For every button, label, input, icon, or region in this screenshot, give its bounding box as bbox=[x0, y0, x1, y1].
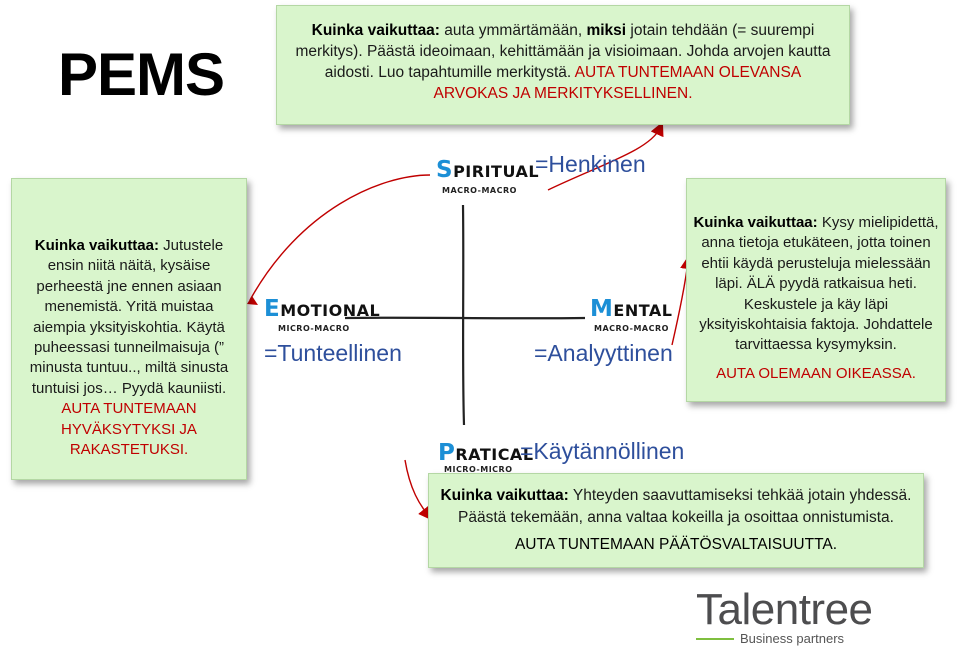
practical-info-box: Kuinka vaikuttaa: Yhteyden saavuttamisek… bbox=[428, 473, 924, 568]
emotional-term: =Tunteellinen bbox=[264, 340, 402, 366]
logo-wordmark: Talentree bbox=[696, 585, 873, 634]
spiritual-handwritten-label: SPIRITUAL bbox=[436, 157, 540, 183]
box-highlight: AUTA TUNTEMAAN HYVÄKSYTYKSI JA RAKASTETU… bbox=[61, 400, 197, 459]
logo-tagline: Business partners bbox=[740, 631, 845, 646]
practical-handwritten-label: PRATICAL bbox=[438, 440, 534, 466]
arrow-to-bottom bbox=[404, 459, 433, 521]
emotional-info-box: Kuinka vaikuttaa: Jutustele ensin niitä … bbox=[11, 178, 247, 480]
emotional-sublabel: MICRO-MACRO bbox=[278, 324, 350, 333]
box-label: Kuinka vaikuttaa: bbox=[311, 22, 440, 39]
vertical-axis bbox=[461, 204, 466, 426]
horizontal-axis bbox=[344, 316, 586, 320]
arrow-to-left bbox=[249, 174, 431, 301]
mental-term: =Analyyttinen bbox=[534, 340, 673, 366]
arrow-left-head bbox=[247, 296, 258, 305]
talentree-logo: Talentree Business partners bbox=[696, 585, 873, 646]
mental-handwritten-label: MENTAL bbox=[590, 296, 673, 322]
emotional-handwritten-label: EMOTIONAL bbox=[264, 296, 381, 322]
spiritual-sublabel: MACRO-MACRO bbox=[442, 186, 517, 195]
spiritual-info-box: Kuinka vaikuttaa: auta ymmärtämään, miks… bbox=[276, 5, 850, 125]
spiritual-term: =Henkinen bbox=[535, 151, 646, 177]
mental-sublabel: MACRO-MACRO bbox=[594, 324, 669, 333]
arrow-to-top bbox=[547, 121, 664, 191]
practical-sublabel: MICRO-MICRO bbox=[444, 465, 513, 474]
box-label: Kuinka vaikuttaa: bbox=[440, 487, 569, 504]
box-highlight: AUTA TUNTEMAAN OLEVANSA ARVOKAS JA MERKI… bbox=[433, 64, 802, 102]
page-title: PEMS bbox=[58, 41, 225, 108]
practical-term: =Käytännöllinen bbox=[520, 438, 685, 464]
box-highlight: AUTA OLEMAAN OIKEASSA. bbox=[716, 364, 916, 382]
box-label: Kuinka vaikuttaa: bbox=[34, 237, 159, 254]
mental-info-box: Kuinka vaikuttaa: Kysy mielipidettä, ann… bbox=[686, 178, 946, 402]
logo-accent-bar bbox=[696, 638, 734, 640]
box-highlight: AUTA TUNTEMAAN PÄÄTÖSVALTAISUUTTA. bbox=[514, 536, 838, 553]
box-label: Kuinka vaikuttaa: bbox=[693, 214, 818, 231]
